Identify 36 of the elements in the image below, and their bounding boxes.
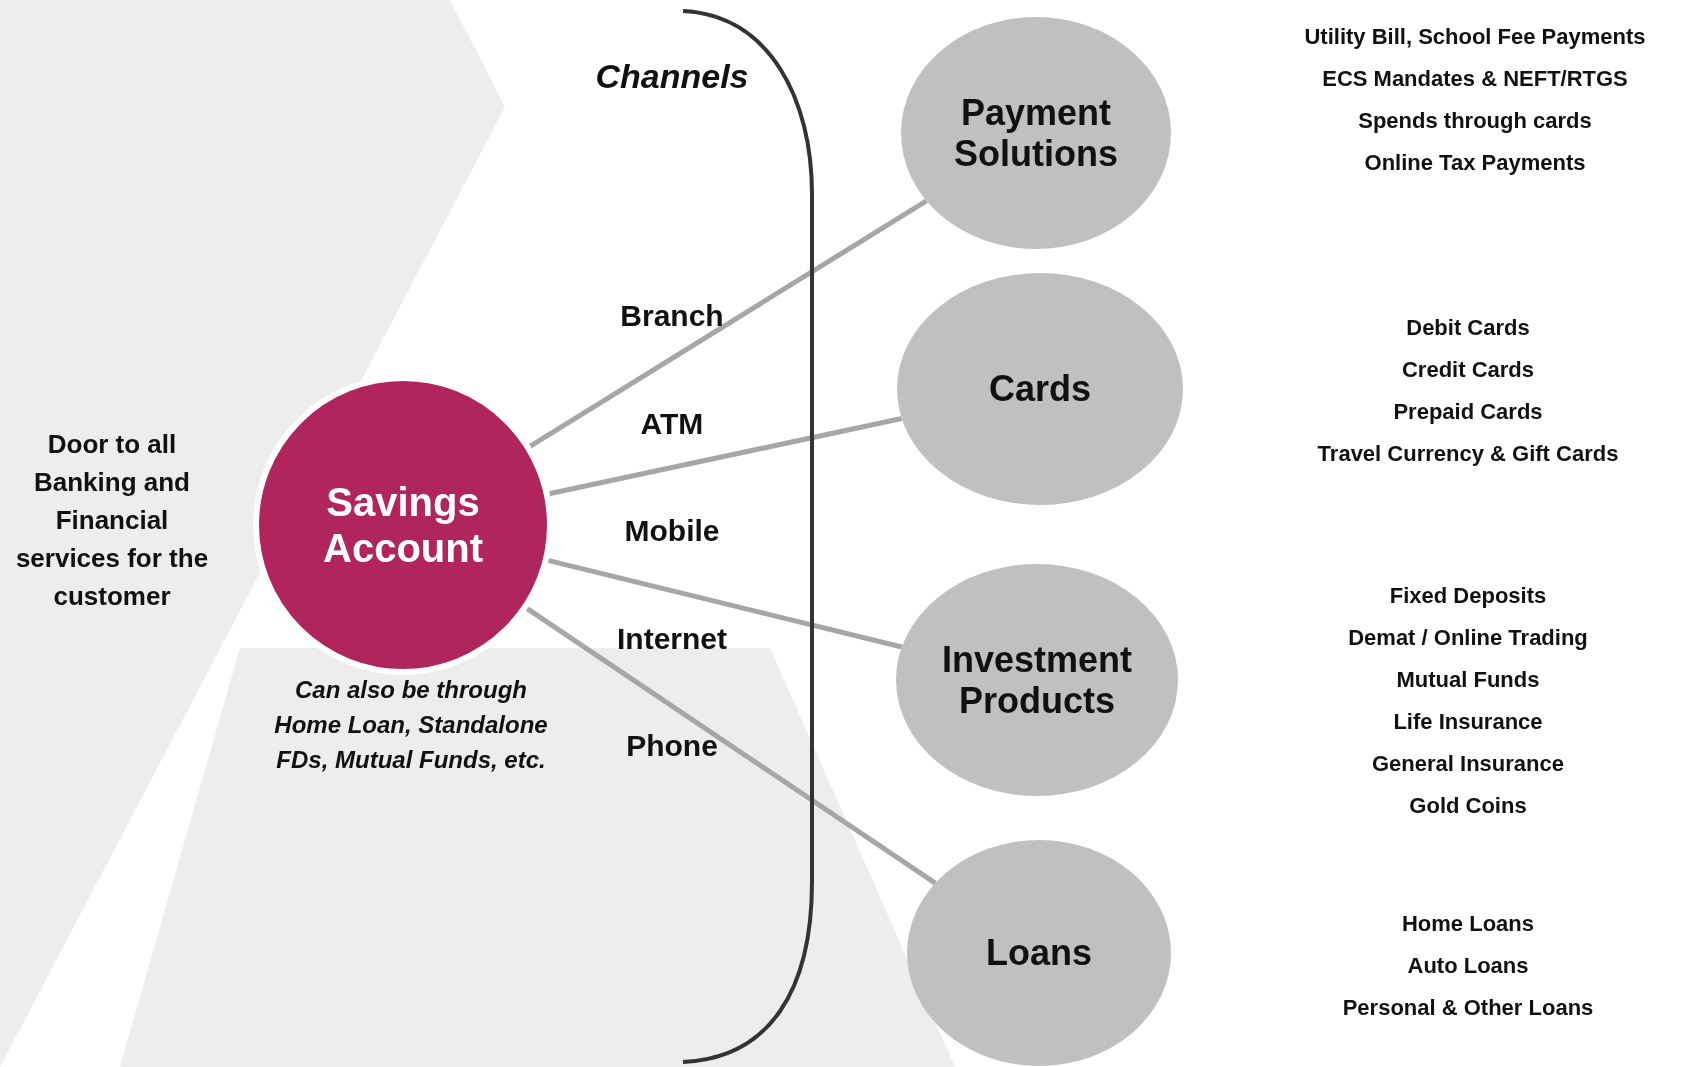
service-item: Prepaid Cards <box>1392 398 1544 426</box>
node-label: Payment Solutions <box>953 91 1119 175</box>
channel-label: Internet <box>616 621 728 657</box>
service-item: Gold Coins <box>1408 792 1528 820</box>
channel-label: Phone <box>625 728 719 764</box>
channel-label: Branch <box>619 298 725 334</box>
service-item: Demat / Online Trading <box>1347 624 1589 652</box>
account-circle <box>256 378 550 672</box>
service-item: Utility Bill, School Fee Payments <box>1303 23 1647 51</box>
node-label: Savings Account <box>322 479 484 571</box>
node-label: Loans <box>985 932 1093 974</box>
node-label: Investment Products <box>940 638 1134 722</box>
service-item: Personal & Other Loans <box>1341 994 1595 1022</box>
section-heading: Channels <box>594 58 750 94</box>
service-item: Travel Currency & Gift Cards <box>1316 440 1620 468</box>
category-ellipse <box>901 17 1171 249</box>
channel-label: Mobile <box>623 513 721 549</box>
description-text: Door to all Banking and Financial services for the customer <box>14 428 210 613</box>
service-item: Online Tax Payments <box>1363 149 1587 177</box>
service-item: ECS Mandates & NEFT/RTGS <box>1321 65 1629 93</box>
service-item: Spends through cards <box>1357 107 1593 135</box>
service-item: Mutual Funds <box>1395 666 1541 694</box>
service-item: General Insurance <box>1371 750 1565 778</box>
service-item: Fixed Deposits <box>1388 582 1548 610</box>
service-item: Credit Cards <box>1400 356 1535 384</box>
category-ellipse <box>897 273 1183 505</box>
category-ellipse <box>907 840 1171 1066</box>
service-item: Life Insurance <box>1392 708 1544 736</box>
connector-line <box>523 605 937 886</box>
service-item: Home Loans <box>1401 910 1535 938</box>
service-item: Debit Cards <box>1405 314 1531 342</box>
note-text: Can also be through Home Loan, Standalone FDs, Mutual Funds, etc. <box>273 675 549 775</box>
channel-label: ATM <box>639 406 705 442</box>
category-ellipse <box>896 564 1178 796</box>
node-label: Cards <box>987 368 1092 410</box>
service-item: Auto Loans <box>1406 952 1530 980</box>
